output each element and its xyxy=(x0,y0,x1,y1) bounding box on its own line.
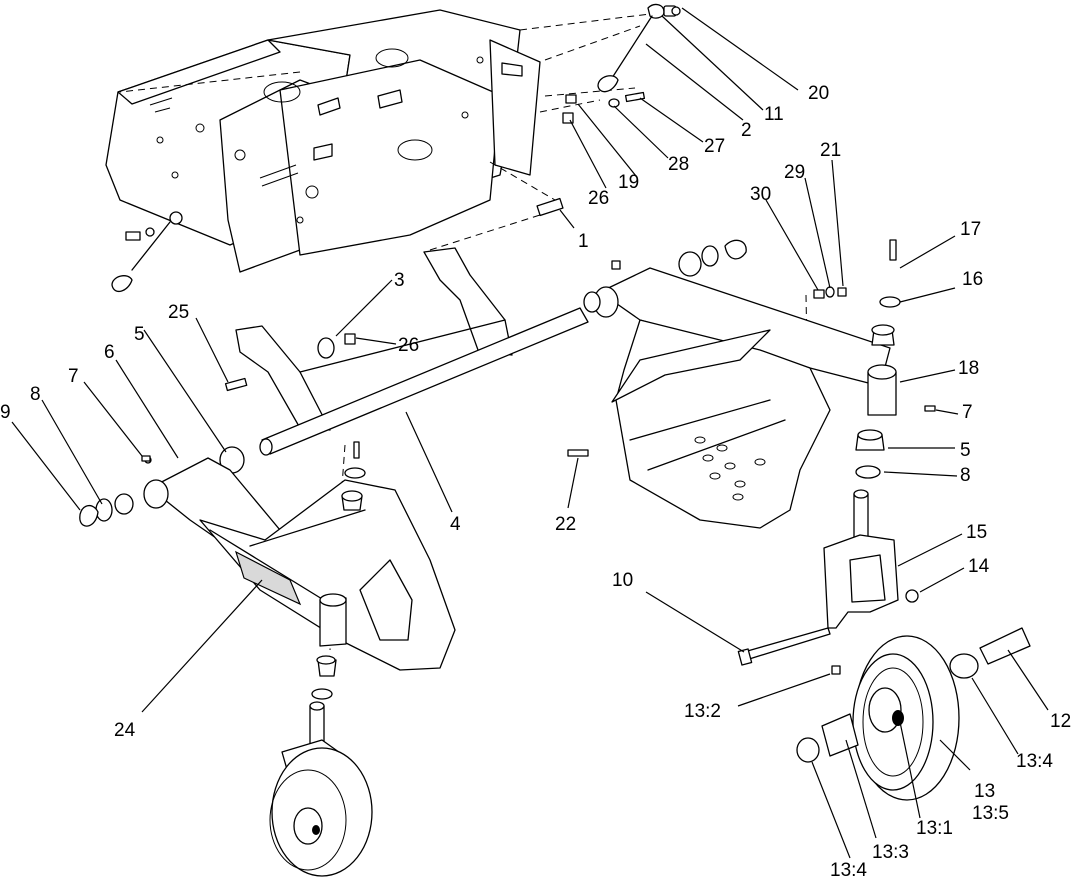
callout-4: 4 xyxy=(450,514,461,535)
callout-1: 1 xyxy=(578,231,589,252)
callout-18: 18 xyxy=(958,358,979,379)
callout-29: 29 xyxy=(784,162,805,183)
callout-26-mid: 26 xyxy=(398,335,419,356)
left-caster-arm xyxy=(79,441,456,671)
axle-tube-assembly xyxy=(224,247,589,456)
callout-21: 21 xyxy=(820,140,841,161)
callout-8-right: 8 xyxy=(960,465,971,486)
callout-13-1: 13:1 xyxy=(916,818,953,839)
callout-30: 30 xyxy=(750,184,771,205)
right-wheel-assembly xyxy=(796,627,1031,801)
callout-19: 19 xyxy=(618,172,639,193)
callout-13-5: 13:5 xyxy=(972,803,1009,824)
callout-11: 11 xyxy=(764,104,784,125)
right-caster-arm xyxy=(567,239,936,529)
callout-15: 15 xyxy=(966,522,987,543)
top-right-hardware xyxy=(562,3,681,124)
callout-labels: 20 11 2 27 28 19 26 21 29 30 17 16 1 3 2… xyxy=(0,83,1071,881)
mower-frame xyxy=(105,9,541,293)
callout-17: 17 xyxy=(960,219,981,240)
callout-2: 2 xyxy=(741,120,752,141)
callout-16: 16 xyxy=(962,269,983,290)
callout-5-left: 5 xyxy=(134,324,145,345)
callout-10: 10 xyxy=(612,570,633,591)
callout-27: 27 xyxy=(704,136,725,157)
callout-8-left: 8 xyxy=(30,384,41,405)
callout-13-3: 13:3 xyxy=(872,842,909,863)
callout-20: 20 xyxy=(808,83,829,104)
callout-28: 28 xyxy=(668,154,689,175)
callout-7-right: 7 xyxy=(962,402,973,423)
callout-26-top: 26 xyxy=(588,188,609,209)
callout-9: 9 xyxy=(0,402,11,423)
leader-lines xyxy=(11,7,1049,859)
callout-24: 24 xyxy=(114,720,136,741)
pin-1 xyxy=(536,197,564,217)
callout-14: 14 xyxy=(968,556,990,577)
callout-5-right: 5 xyxy=(960,440,971,461)
callout-12: 12 xyxy=(1050,711,1071,732)
callout-13-4-bottom: 13:4 xyxy=(830,860,867,881)
callout-6: 6 xyxy=(104,342,115,363)
left-wheel-assembly xyxy=(269,655,373,877)
right-caster-fork xyxy=(737,429,919,666)
callout-3: 3 xyxy=(394,270,405,291)
callout-13-2: 13:2 xyxy=(684,701,721,722)
callout-22: 22 xyxy=(555,514,576,535)
callout-7-left: 7 xyxy=(68,366,79,387)
callout-13-4-right: 13:4 xyxy=(1016,751,1053,772)
callout-13: 13 xyxy=(974,781,995,802)
callout-25: 25 xyxy=(168,302,189,323)
